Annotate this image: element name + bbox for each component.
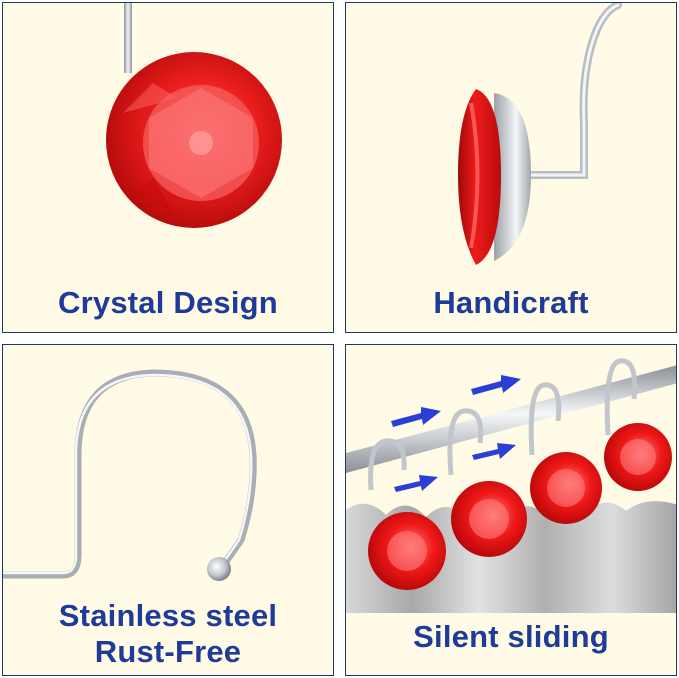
arrow-left-icon xyxy=(391,407,441,427)
arrow-left-icon xyxy=(471,375,521,395)
stainless-steel-hook-image xyxy=(3,369,257,581)
arrow-right-icon xyxy=(394,475,438,492)
arrow-right-icon xyxy=(472,443,516,460)
crystal-hook-side-image xyxy=(458,3,622,265)
crystal-hook-front-image xyxy=(106,3,282,228)
panel-crystal-design: Crystal Design xyxy=(2,2,334,333)
caption-crystal-design: Crystal Design xyxy=(58,285,278,320)
caption-handicraft: Handicraft xyxy=(433,285,589,320)
hooks-on-rod-image xyxy=(346,358,676,613)
caption-line-2: Rust-Free xyxy=(94,634,242,669)
caption-stainless-steel: Stainless steel Rust-Free xyxy=(3,598,333,670)
caption-silent-sliding: Silent sliding xyxy=(413,619,609,654)
caption-line-1: Stainless steel xyxy=(58,598,278,633)
panel-stainless-steel: Stainless steel Rust-Free xyxy=(2,344,334,676)
panel-handicraft: Handicraft xyxy=(345,2,677,333)
panel-silent-sliding: Silent sliding xyxy=(345,344,677,676)
